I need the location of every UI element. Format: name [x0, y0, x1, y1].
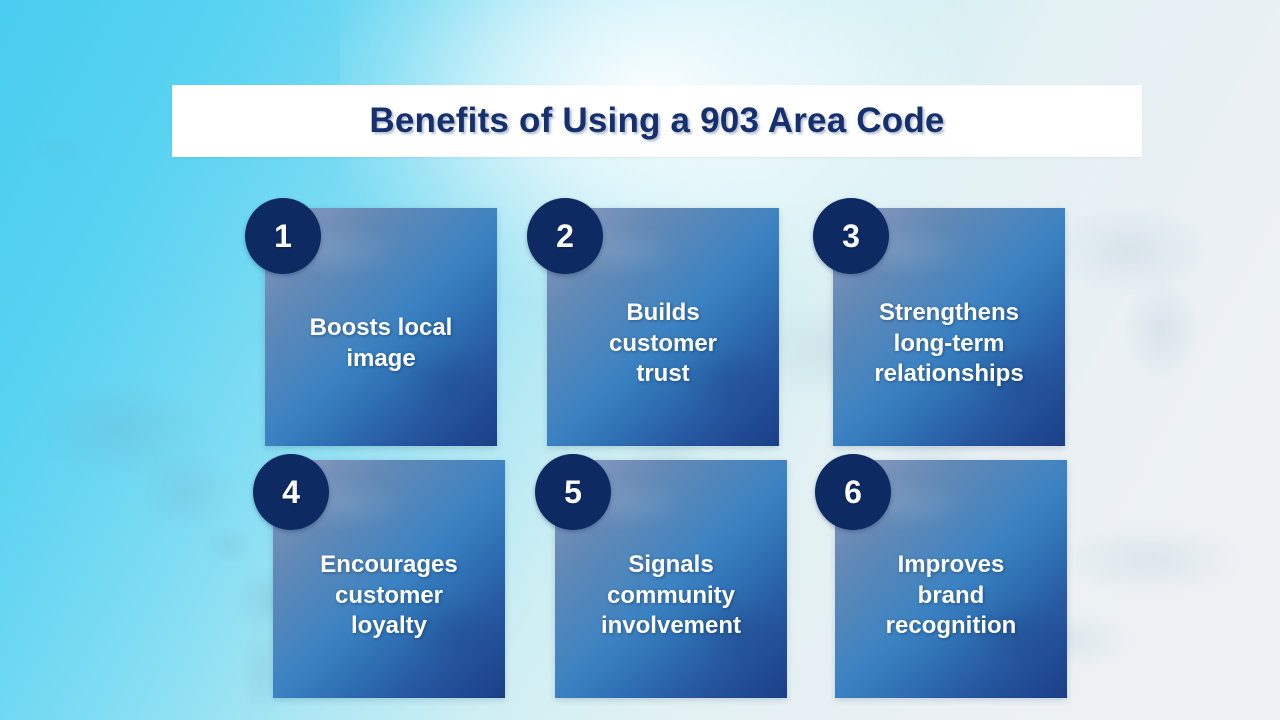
benefit-card-line: community — [606, 581, 735, 609]
benefit-card-text: Improves brand recognition — [835, 550, 1067, 642]
benefit-card-line: Signals — [628, 550, 714, 578]
benefit-card-text: Encourages customer loyalty — [273, 550, 505, 642]
benefit-number-badge: 4 — [253, 454, 329, 530]
benefit-card-line: Builds — [626, 298, 700, 326]
benefit-number: 2 — [556, 218, 574, 254]
benefit-card-line: customer — [608, 329, 718, 357]
benefit-card-line: Boosts local — [309, 314, 453, 342]
benefit-number-badge: 5 — [535, 454, 611, 530]
benefit-card-5[interactable]: Signals community involvement 5 — [535, 450, 800, 698]
benefit-number: 1 — [274, 218, 292, 254]
benefit-card-body: Boosts local image — [265, 208, 497, 446]
benefit-number-badge: 3 — [813, 198, 889, 274]
benefit-number-badge: 6 — [815, 454, 891, 530]
benefit-card-line: customer — [334, 581, 444, 609]
benefit-card-line: involvement — [600, 612, 742, 640]
benefit-card-line: image — [346, 345, 416, 372]
benefits-grid: Boosts local image 1 Builds customer tru… — [245, 198, 1075, 698]
benefit-card-line: recognition — [885, 612, 1017, 640]
benefit-number: 4 — [282, 474, 300, 510]
benefit-card-line: Strengthens — [878, 298, 1019, 326]
benefit-card-line: trust — [636, 360, 690, 388]
benefit-card-line: relationships — [874, 360, 1024, 388]
benefit-card-line: loyalty — [350, 612, 428, 640]
benefit-card-line: Encourages — [320, 550, 458, 578]
benefit-card-3[interactable]: Strengthens long-term relationships 3 — [813, 198, 1078, 446]
benefit-number-badge: 2 — [527, 198, 603, 274]
benefit-card-2[interactable]: Builds customer trust 2 — [527, 198, 792, 446]
benefit-card-text: Strengthens long-term relationships — [833, 298, 1065, 390]
benefit-card-text: Boosts local image — [265, 313, 497, 374]
page-title: Benefits of Using a 903 Area Code — [369, 101, 945, 140]
benefit-number: 3 — [842, 218, 860, 254]
benefit-card-4[interactable]: Encourages customer loyalty 4 — [253, 450, 518, 698]
benefit-card-line: long-term — [893, 329, 1005, 357]
benefit-card-text: Signals community involvement — [555, 550, 787, 642]
title-banner: Benefits of Using a 903 Area Code — [172, 85, 1142, 157]
benefit-number-badge: 1 — [245, 198, 321, 274]
benefit-card-6[interactable]: Improves brand recognition 6 — [815, 450, 1080, 698]
benefit-number: 6 — [844, 474, 862, 510]
benefit-card-line: Improves — [897, 550, 1005, 578]
benefit-card-line: brand — [917, 581, 985, 609]
benefit-card-text: Builds customer trust — [547, 298, 779, 390]
benefit-card-1[interactable]: Boosts local image 1 — [245, 198, 510, 446]
benefit-number: 5 — [564, 474, 582, 510]
